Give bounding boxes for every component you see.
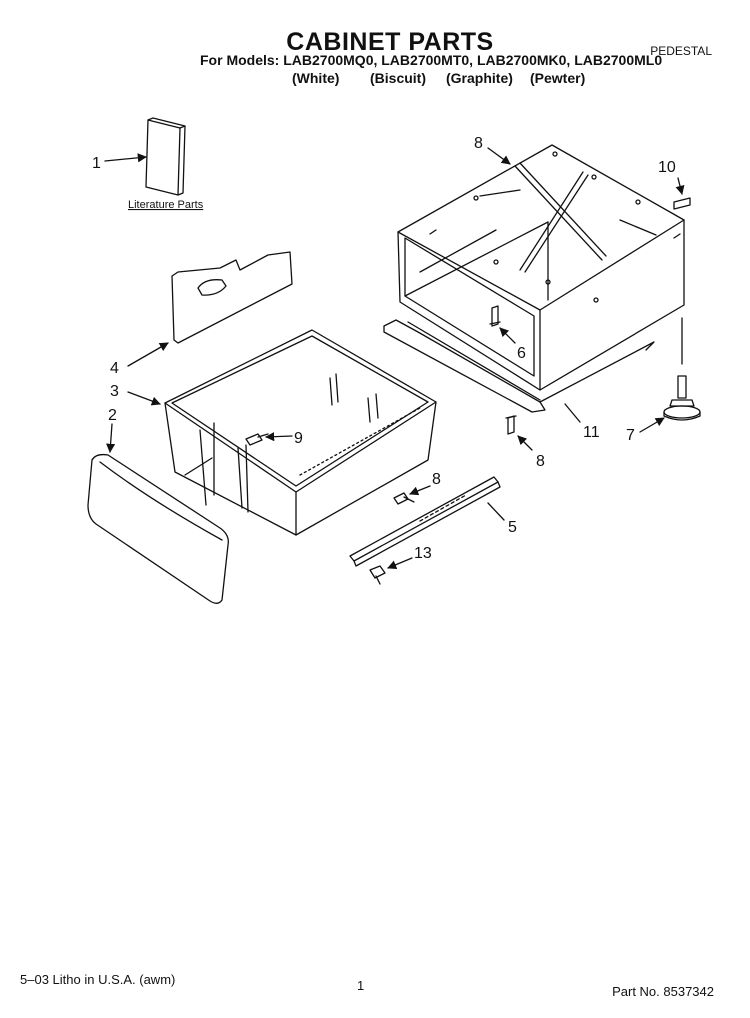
callout-12: 11 [583,424,600,441]
callout-arrow-3 [127,391,161,406]
pedestal-cabinet-box [397,144,685,391]
pad-11 [673,197,691,210]
callout-6: 6 [517,345,526,362]
color-white: (White) [292,70,340,86]
base-plate [383,319,655,413]
drawer-front-panel [87,453,229,604]
litho-note: 5–03 Litho in U.S.A. (awm) [20,972,176,987]
drawer-bin [164,329,437,536]
page-number: 1 [357,978,365,993]
callout-4: 4 [110,360,119,377]
callout-arrow-8a [409,485,431,496]
callout-7: 7 [626,427,635,444]
callout-arrow-1 [104,153,147,163]
callout-arrow-7 [639,417,665,433]
callout-arrow-4 [127,342,169,367]
callout-10: 9 [294,430,303,447]
models-line: For Models: LAB2700MQ0, LAB2700MT0, LAB2… [200,52,663,68]
callout-arrow-9 [487,147,511,165]
color-biscuit: (Biscuit) [370,70,426,86]
callout-13: 13 [414,545,432,562]
screw-10 [245,433,269,446]
callout-arrow-6 [499,327,516,344]
literature-booklet [145,117,186,196]
callout-arrow-11 [675,177,685,195]
drawer-divider-panel [171,251,293,344]
callout-arrow-13 [387,557,413,570]
screw-8-slide [393,492,415,505]
color-pewter: (Pewter) [530,70,586,86]
callout-arrow-2 [106,423,116,453]
callout-line-5 [487,502,505,521]
callout-11: 10 [658,159,676,176]
callout-9: 8 [474,135,483,152]
callout-8b: 8 [536,453,545,470]
callout-arrow-10 [265,432,293,442]
screw-8-base [505,415,517,435]
literature-label: Literature Parts [128,199,204,211]
part-number: Part No. 8537342 [612,984,714,999]
callout-1: 1 [92,155,101,172]
callout-2: 2 [108,407,117,424]
callout-3: 3 [110,383,119,400]
screw-13 [369,565,386,585]
section-label: PEDESTAL [650,44,712,58]
drawer-slide-rail [349,476,501,567]
leveling-leg [663,317,701,421]
page-title: CABINET PARTS [286,28,494,56]
callout-line-12 [564,403,581,423]
callout-arrow-8b [517,435,533,451]
callout-8a: 8 [432,471,441,488]
callout-5: 5 [508,519,517,536]
screw-6 [489,305,501,327]
color-graphite: (Graphite) [446,70,513,86]
